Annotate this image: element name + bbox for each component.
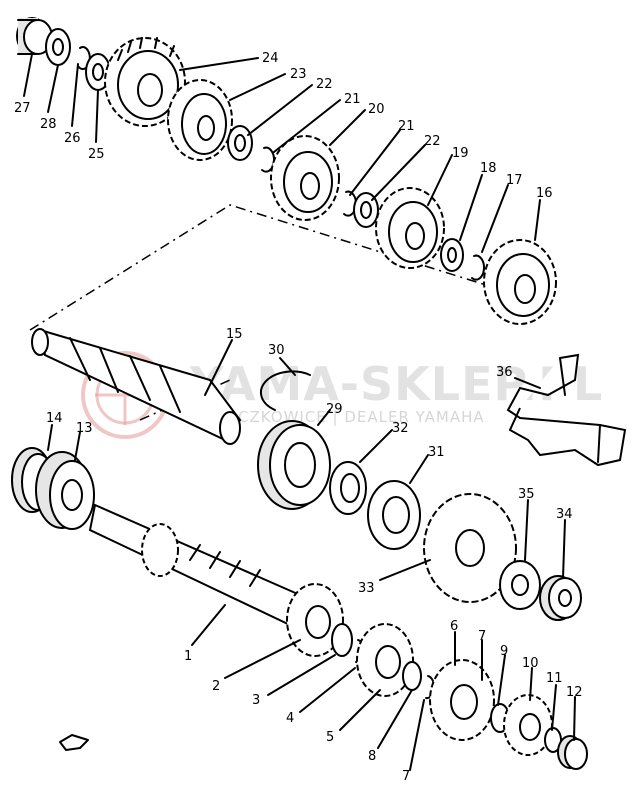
- label-21a: 21: [344, 92, 361, 107]
- label-14: 14: [46, 411, 63, 426]
- label-31: 31: [428, 445, 445, 460]
- part-18-washer: [440, 238, 464, 272]
- part-8-collar: [402, 661, 422, 691]
- upper-gear-set: [16, 17, 557, 325]
- part-35-lock-washer: [499, 560, 541, 610]
- watermark-title: YAMA-SKLEP.PL: [189, 357, 603, 411]
- label-24: 24: [262, 51, 279, 66]
- label-2: 2: [212, 679, 220, 694]
- label-32: 32: [392, 421, 409, 436]
- label-7b: 7: [478, 629, 486, 644]
- label-4: 4: [286, 711, 294, 726]
- part-10-gear: [503, 694, 553, 756]
- label-19: 19: [452, 146, 469, 161]
- label-20: 20: [368, 102, 385, 117]
- part-31-oil-seal: [367, 480, 421, 550]
- label-23: 23: [290, 67, 307, 82]
- part-13-bearing: [35, 451, 95, 530]
- part-1-main-shaft: [88, 503, 302, 627]
- part-3-washer: [331, 623, 353, 657]
- label-8: 8: [368, 749, 376, 764]
- label-27: 27: [14, 101, 31, 116]
- part-17-circlip: [471, 254, 486, 281]
- label-1: 1: [184, 649, 192, 664]
- part-16-gear: [483, 239, 557, 325]
- part-23-gear: [167, 79, 233, 161]
- part-24-gear: [104, 37, 186, 127]
- part-22-washer-b: [353, 192, 379, 228]
- part-22-washer-a: [227, 125, 253, 161]
- label-21b: 21: [398, 119, 415, 134]
- label-26: 26: [64, 131, 81, 146]
- label-9: 9: [500, 644, 508, 659]
- label-29: 29: [326, 402, 343, 417]
- label-5: 5: [326, 730, 334, 745]
- label-6: 6: [450, 619, 458, 634]
- label-17: 17: [506, 173, 523, 188]
- label-12: 12: [566, 685, 583, 700]
- part-6-gear: [429, 659, 495, 741]
- watermark: YAMA-SKLEP.PL WOLCZKOWICE | DEALER YAMAH…: [81, 351, 603, 439]
- part-15-main-axle: [31, 328, 242, 445]
- part-number-labels: 27 28 26 25 24 23 22 21 20 21 22 19 18 1…: [14, 51, 583, 784]
- leader-lines: [23, 53, 576, 771]
- part-12-bearing: [557, 735, 588, 770]
- label-11: 11: [546, 671, 563, 686]
- part-5-gear: [356, 623, 414, 697]
- part-20-gear: [270, 135, 340, 221]
- watermark-subtitle: WOLCZKOWICE | DEALER YAMAHA: [200, 408, 485, 426]
- part-28-washer: [45, 28, 71, 66]
- label-13: 13: [76, 421, 93, 436]
- part-27-collar: [16, 17, 53, 55]
- part-19-gear: [375, 187, 445, 269]
- label-15: 15: [226, 327, 243, 342]
- label-16: 16: [536, 186, 553, 201]
- label-28: 28: [40, 117, 57, 132]
- label-3: 3: [252, 693, 260, 708]
- label-33: 33: [358, 581, 375, 596]
- label-34: 34: [556, 507, 573, 522]
- part-33-sprocket: [423, 493, 517, 603]
- label-22b: 22: [424, 134, 441, 149]
- part-29-bearing: [257, 420, 331, 510]
- part-32-collar: [329, 461, 367, 515]
- assembly-outline: [29, 204, 551, 331]
- label-7a: 7: [402, 769, 410, 784]
- label-18: 18: [480, 161, 497, 176]
- part-36-bracket: [506, 353, 627, 467]
- label-10: 10: [522, 656, 539, 671]
- front-arrow-icon: [59, 734, 89, 751]
- label-35: 35: [518, 487, 535, 502]
- part-34-nut: [539, 575, 582, 621]
- label-36: 36: [496, 365, 513, 380]
- part-2-gear: [286, 583, 344, 657]
- label-22a: 22: [316, 77, 333, 92]
- label-25: 25: [88, 147, 105, 162]
- part-30-circlip: [259, 370, 311, 411]
- label-30: 30: [268, 343, 285, 358]
